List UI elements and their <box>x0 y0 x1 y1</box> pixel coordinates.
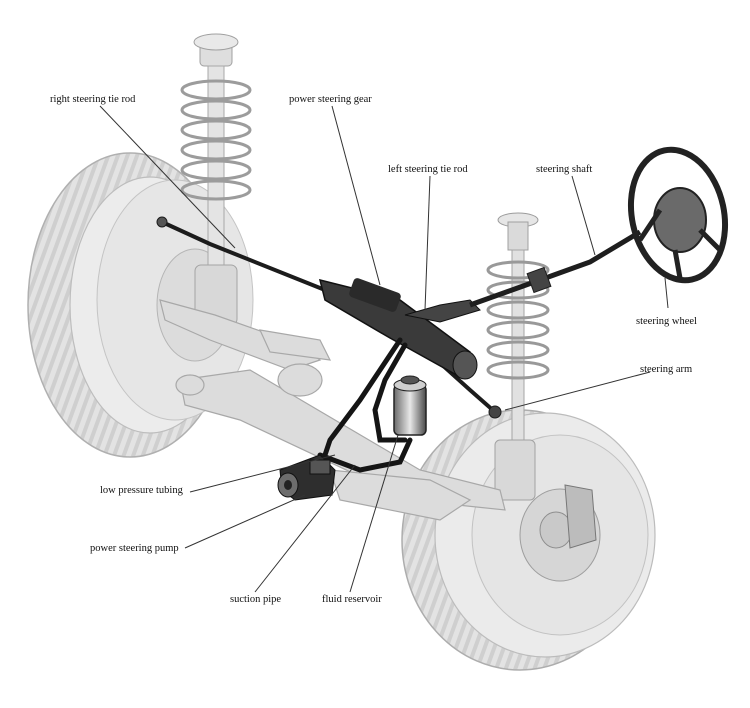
right-wheel <box>401 409 656 671</box>
label-steering-wheel: steering wheel <box>636 316 697 327</box>
label-right-steering-tie-rod: right steering tie rod <box>50 94 136 105</box>
label-fluid-reservoir: fluid reservoir <box>322 594 382 605</box>
leader-lines <box>99 105 669 593</box>
left-strut <box>180 33 252 326</box>
power-steering-pump-part <box>277 454 336 501</box>
label-low-pressure-tubing: low pressure tubing <box>100 485 183 496</box>
label-steering-arm: steering arm <box>640 364 693 375</box>
label-left-steering-tie-rod: left steering tie rod <box>388 164 468 175</box>
label-power-steering-gear: power steering gear <box>289 94 372 105</box>
steering-wheel-part <box>627 146 729 284</box>
subframe <box>159 299 506 521</box>
steering-gear <box>318 278 481 380</box>
label-suction-pipe: suction pipe <box>230 594 282 605</box>
label-steering-shaft: steering shaft <box>536 164 593 175</box>
label-power-steering-pump: power steering pump <box>90 543 179 554</box>
fluid-reservoir-part <box>393 375 427 436</box>
steering-shaft <box>469 229 642 308</box>
